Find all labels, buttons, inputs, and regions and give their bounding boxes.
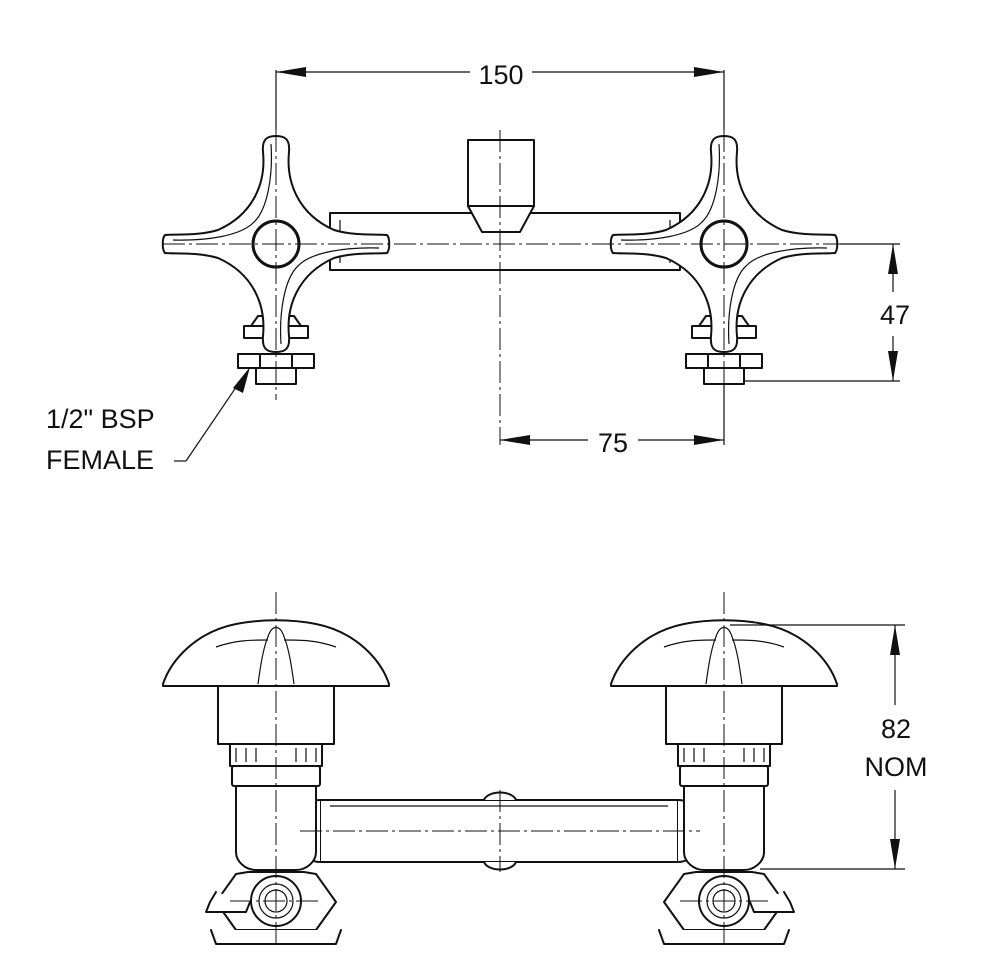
left-mounting-flange: [205, 891, 251, 913]
dimension-150-label: 150: [478, 60, 523, 90]
arrowhead-icon: [500, 435, 530, 445]
callout-line-2: FEMALE: [46, 445, 154, 475]
dimension-47: 47: [745, 243, 910, 382]
side-centre-lines: [230, 592, 770, 945]
arrowhead-icon: [694, 67, 724, 77]
arrowhead-icon: [888, 244, 898, 274]
callout-line-1: 1/2" BSP: [46, 404, 155, 434]
top-centre-lines: [163, 130, 840, 445]
arrowhead-icon: [233, 367, 250, 393]
dimension-75: 75: [500, 385, 725, 458]
dimension-nom-label: NOM: [865, 752, 928, 782]
arrowhead-icon: [890, 625, 900, 655]
top-spout: [467, 139, 535, 233]
side-view: [162, 592, 838, 945]
arrowhead-icon: [694, 435, 724, 445]
dimension-150: 150: [275, 60, 725, 130]
dimension-82-nom: 82 NOM: [730, 624, 928, 870]
right-mounting-flange: [749, 891, 795, 913]
arrowhead-icon: [276, 67, 306, 77]
top-view: [161, 130, 840, 445]
arrowhead-icon: [890, 839, 900, 869]
dimension-75-label: 75: [598, 428, 628, 458]
dimension-82-label: 82: [881, 714, 911, 744]
arrowhead-icon: [888, 351, 898, 381]
dimension-47-label: 47: [880, 300, 910, 330]
connection-callout: 1/2" BSP FEMALE: [46, 367, 250, 475]
